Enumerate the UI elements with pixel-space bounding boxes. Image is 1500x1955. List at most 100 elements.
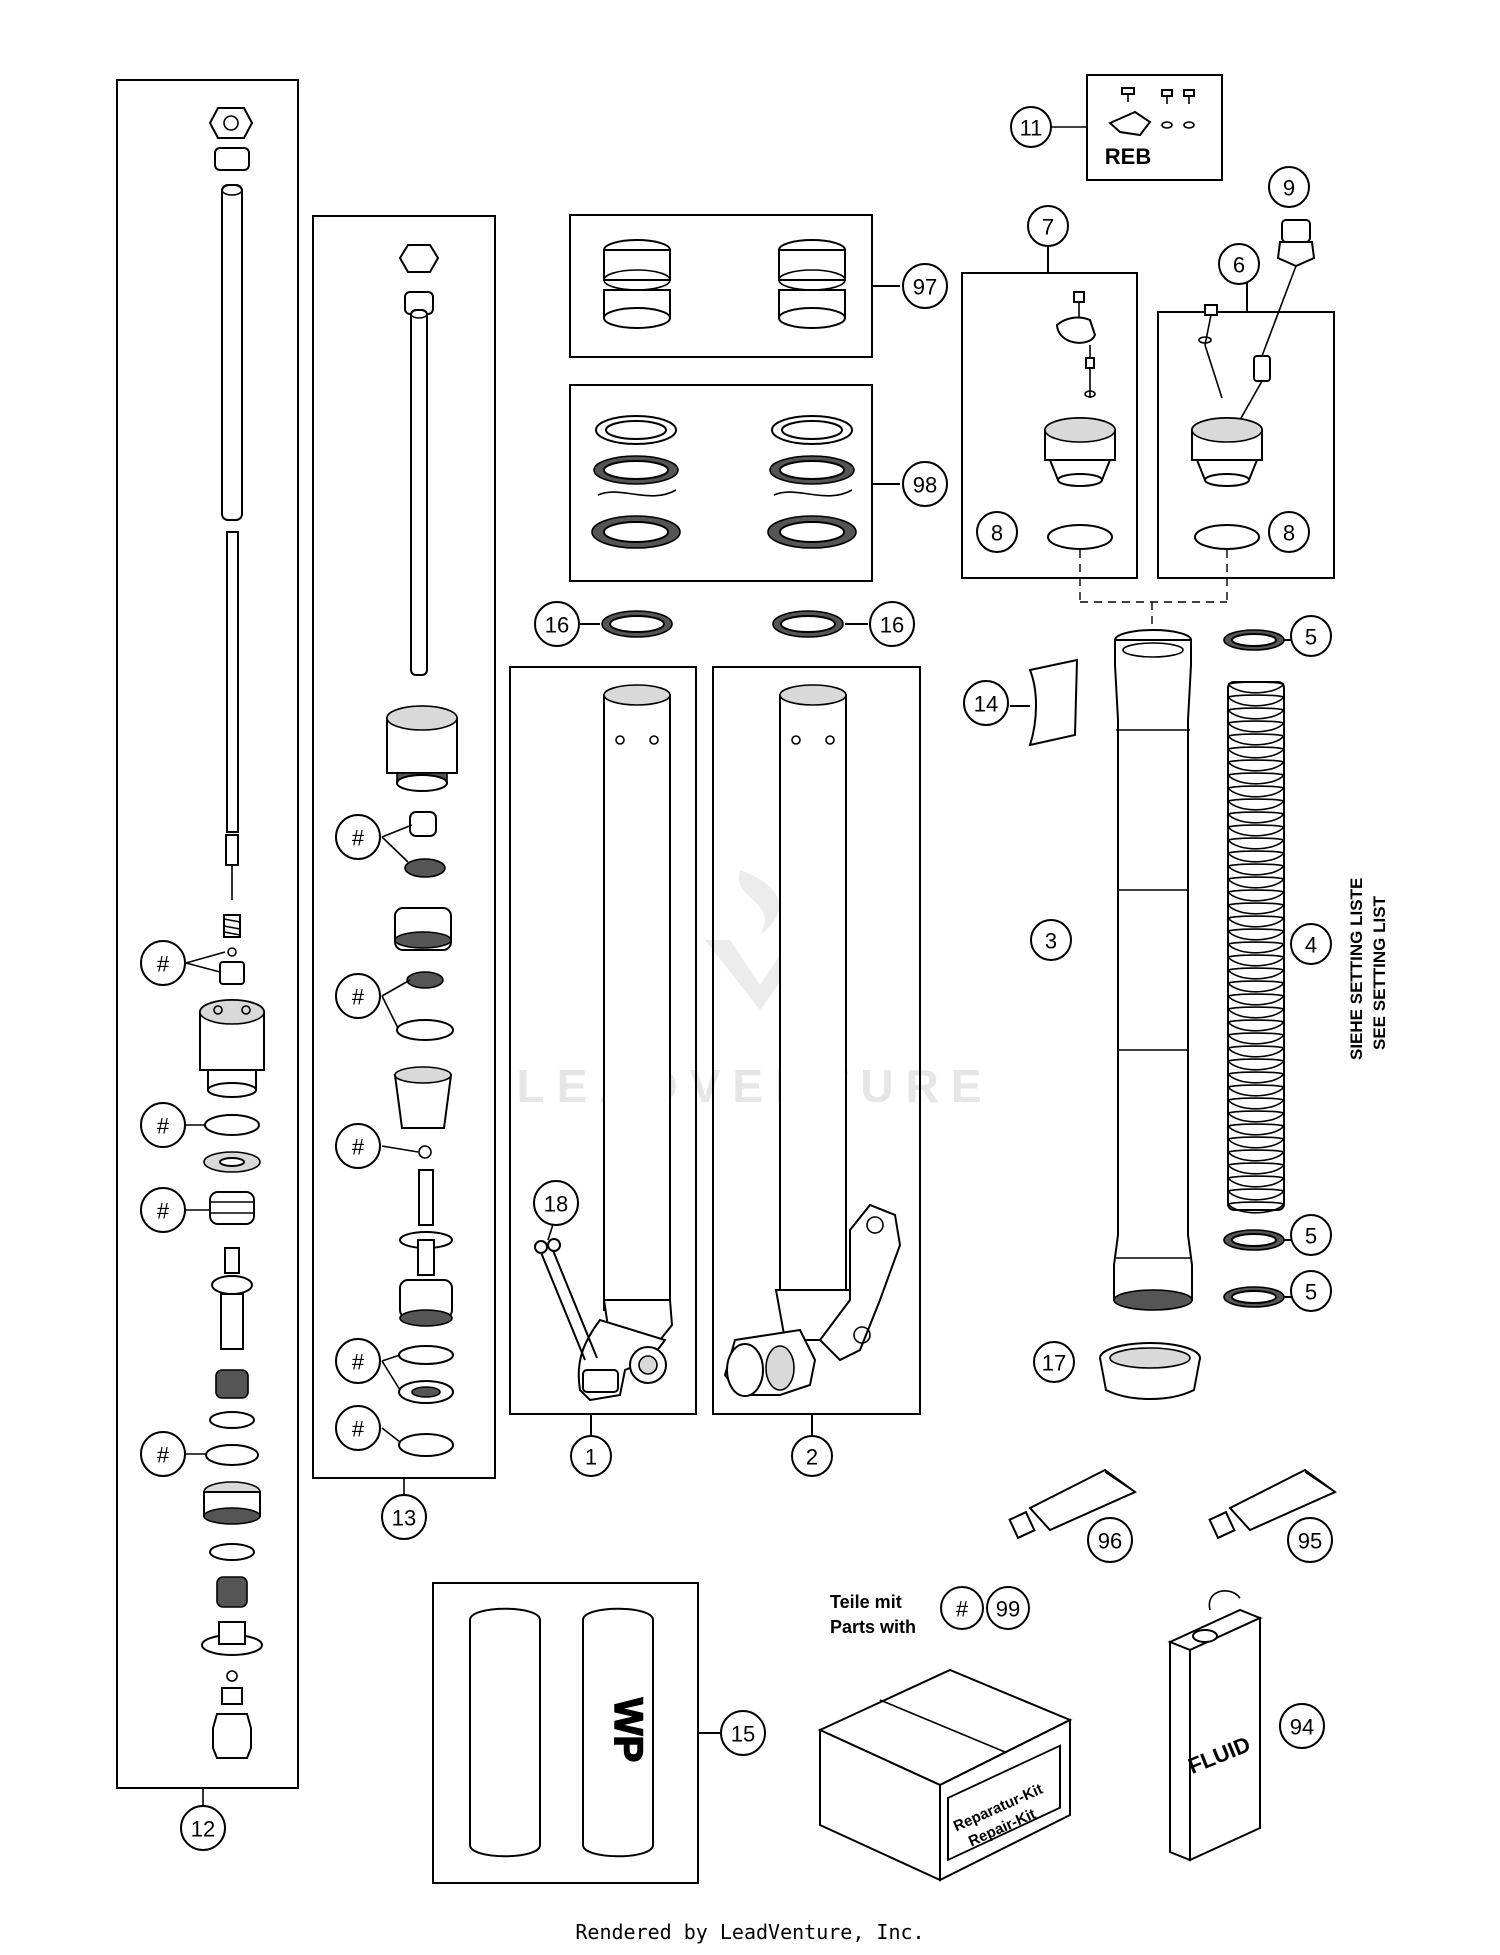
fork-cap-adjuster xyxy=(1044,291,1116,487)
svg-text:#: # xyxy=(352,1135,365,1160)
wp-logo: WP xyxy=(606,1698,650,1762)
kit-13-group xyxy=(312,215,496,1495)
svg-text:1: 1 xyxy=(585,1445,597,1470)
callout-hash-13c: # xyxy=(335,1123,381,1169)
callout-2: 2 xyxy=(791,1435,833,1477)
callout-98: 98 xyxy=(902,461,948,507)
svg-text:4: 4 xyxy=(1305,933,1317,958)
callout-5-mid: 5 xyxy=(1290,1214,1332,1256)
callout-1: 1 xyxy=(570,1435,612,1477)
callout-7: 7 xyxy=(1027,205,1069,247)
callout-hash-13d: # xyxy=(335,1338,381,1384)
repair-kit-box: Reparatur-Kit Repair-Kit xyxy=(817,1668,1073,1882)
callout-5-top: 5 xyxy=(1290,615,1332,657)
callout-hash-13a: # xyxy=(335,814,381,860)
check-valve-plate xyxy=(201,1621,263,1656)
setting-list-en: SEE SETTING LIST xyxy=(1370,895,1389,1050)
svg-text:13: 13 xyxy=(392,1506,416,1531)
axle-clamp-bolts xyxy=(534,1238,598,1361)
svg-text:#: # xyxy=(956,1597,969,1622)
svg-text:95: 95 xyxy=(1298,1529,1322,1554)
callout-hash-13e: # xyxy=(335,1405,381,1451)
setting-list-de: SIEHE SETTING LISTE xyxy=(1347,878,1366,1060)
washer xyxy=(214,147,250,171)
callout-6: 6 xyxy=(1218,243,1260,285)
svg-text:2: 2 xyxy=(806,1445,818,1470)
svg-text:#: # xyxy=(352,826,365,851)
fork-protector-kit-15: WP xyxy=(432,1582,720,1884)
footer-credit: Rendered by LeadVenture, Inc. xyxy=(575,1920,925,1944)
svg-text:5: 5 xyxy=(1305,1280,1317,1305)
outer-tube-left xyxy=(603,694,671,1311)
callouts: 11 9 7 6 97 98 8 8 16 16 5 14 # 3 4 # # … xyxy=(140,106,1333,1851)
svg-text:96: 96 xyxy=(1098,1529,1122,1554)
svg-text:6: 6 xyxy=(1233,253,1245,278)
kit-11-group: REB xyxy=(1086,74,1223,181)
valve-stack xyxy=(215,1369,249,1399)
bushing xyxy=(394,907,452,951)
watermark: LEADVENTURE xyxy=(516,870,993,1112)
piston-bolt xyxy=(211,1247,253,1350)
callout-hash-12b: # xyxy=(140,1102,186,1148)
callout-94: 94 xyxy=(1279,1703,1325,1749)
svg-text:#: # xyxy=(352,1417,365,1442)
callout-18: 18 xyxy=(533,1180,579,1226)
piston-rod xyxy=(221,184,243,521)
reb-label: REB xyxy=(1105,144,1151,169)
adjuster-rod xyxy=(226,531,239,833)
outer-tube-right xyxy=(779,694,847,1311)
outer-tube-2-frame xyxy=(712,666,921,1415)
svg-text:11: 11 xyxy=(1020,116,1043,141)
svg-text:97: 97 xyxy=(913,275,937,300)
svg-text:3: 3 xyxy=(1045,929,1057,954)
svg-text:8: 8 xyxy=(1283,521,1295,546)
seal-kit-98 xyxy=(591,415,857,549)
dust-cap-17 xyxy=(1099,1342,1201,1400)
callout-hash-12a: # xyxy=(140,940,186,986)
outer-tube-2-group xyxy=(712,666,921,1445)
callout-hash-12d: # xyxy=(140,1431,186,1477)
callout-13: 13 xyxy=(381,1494,427,1540)
callout-15: 15 xyxy=(720,1710,766,1756)
guide-ring xyxy=(398,1433,454,1457)
grease-tube-96 xyxy=(1008,1468,1137,1540)
svg-text:16: 16 xyxy=(880,613,904,638)
svg-text:15: 15 xyxy=(731,1722,755,1747)
svg-text:5: 5 xyxy=(1305,1224,1317,1249)
teile-mit-label: Teile mit xyxy=(830,1592,902,1612)
inner-tube-3 xyxy=(1113,629,1193,1311)
seal-ring xyxy=(398,1380,454,1404)
small-spring xyxy=(223,914,241,938)
svg-text:17: 17 xyxy=(1042,1351,1066,1376)
kit-97-frame xyxy=(569,214,873,358)
callout-17: 17 xyxy=(1033,1341,1075,1383)
svg-text:#: # xyxy=(157,1199,170,1224)
callout-16-right: 16 xyxy=(869,601,915,647)
svg-text:#: # xyxy=(157,1114,170,1139)
svg-text:#: # xyxy=(157,952,170,977)
callout-hash-99: # xyxy=(940,1586,984,1630)
piston-cartridge-head xyxy=(386,705,458,792)
kit-12-frame xyxy=(116,79,299,1789)
o-ring-8 xyxy=(1194,524,1260,550)
rebound-piston xyxy=(203,1481,261,1525)
callout-hash-12c: # xyxy=(140,1187,186,1233)
callout-14: 14 xyxy=(963,680,1009,726)
nut xyxy=(208,107,254,139)
callout-hash-13b: # xyxy=(335,973,381,1019)
mid-valve xyxy=(399,1169,453,1327)
outer-tube-1-frame xyxy=(509,666,697,1415)
svg-text:#: # xyxy=(352,1350,365,1375)
svg-text:94: 94 xyxy=(1290,1715,1314,1740)
fork-spring xyxy=(1227,681,1285,1214)
watermark-text: LEADVENTURE xyxy=(516,1060,993,1112)
bushing-pair-97 xyxy=(603,239,846,329)
svg-text:8: 8 xyxy=(991,521,1003,546)
grease-tube-95 xyxy=(1208,1468,1337,1540)
kit-6-group xyxy=(1157,280,1335,579)
connection-lines xyxy=(1079,550,1228,632)
callout-9: 9 xyxy=(1268,166,1310,208)
svg-text:18: 18 xyxy=(544,1192,568,1217)
kit-7-frame xyxy=(961,272,1138,579)
